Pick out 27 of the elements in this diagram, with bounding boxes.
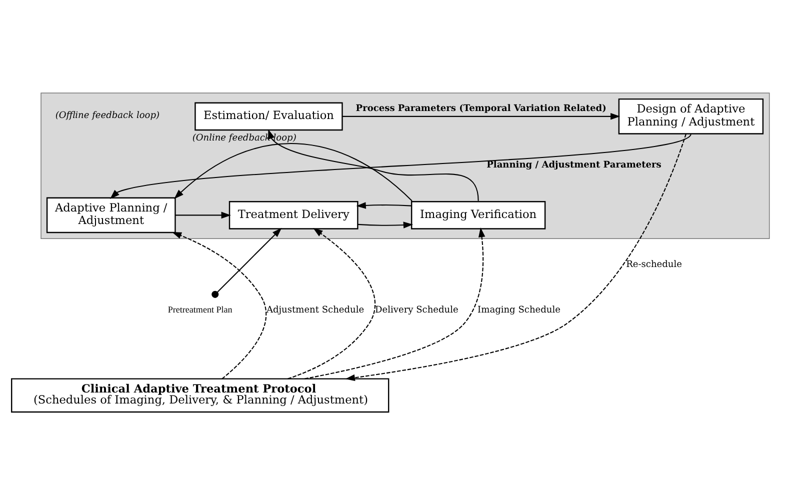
arrow — [345, 134, 686, 382]
node-box: Treatment Delivery — [228, 201, 358, 230]
node-text: Pretreatment Plan — [168, 304, 232, 315]
edge-label: Adjustment Schedule — [266, 306, 364, 316]
arrow — [268, 129, 479, 201]
node-box: Clinical Adaptive Treatment Protocol (Schedules of Imaging, Delivery, & Planning / Adjustment) — [11, 378, 390, 413]
arrow — [172, 232, 267, 380]
arrow — [358, 222, 414, 228]
node-box: Adaptive Planning / Adjustment — [46, 197, 176, 234]
edge-label: Planning / Adjustment Parameters — [486, 160, 662, 170]
arrow — [356, 202, 412, 209]
node-box: Imaging Verification — [411, 201, 546, 230]
edge-label: Delivery Schedule — [375, 306, 458, 316]
edge-label: Imaging Schedule — [478, 306, 560, 316]
label: (Offline feedback loop) — [55, 111, 160, 122]
edge-label: Re-schedule — [626, 260, 682, 270]
edge-label: Process Parameters (Temporal Variation Related) — [356, 104, 606, 114]
node-box: Estimation/ Evaluation — [194, 102, 343, 131]
arrow — [342, 113, 620, 120]
arrow — [110, 133, 692, 199]
arrow — [304, 227, 486, 380]
arrow — [174, 143, 412, 202]
arrow — [212, 228, 282, 298]
node-box: Design of Adaptive Planning / Adjustment — [618, 98, 764, 134]
edge-label: (Online feedback loop) — [192, 133, 296, 144]
arrow — [175, 212, 231, 219]
arrow — [288, 228, 376, 380]
